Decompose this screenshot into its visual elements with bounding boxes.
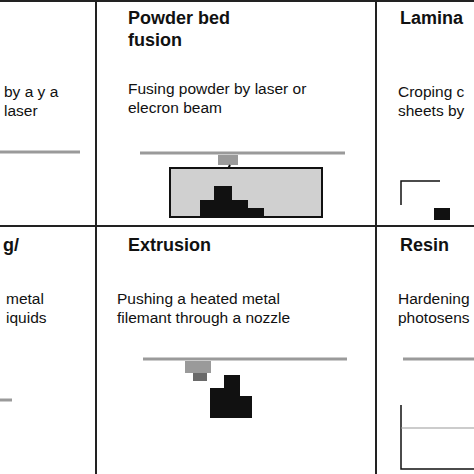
extruder-head [185, 361, 211, 373]
process-description: Fusing powder by laser or elecron beam [128, 80, 313, 118]
process-cell: ResinHardening photosens [375, 225, 474, 474]
resin-level [401, 428, 474, 429]
process-cell: ExtrusionPushing a heated metal filemant… [95, 225, 377, 474]
laser-head [218, 155, 238, 165]
process-heading: Lamina [400, 8, 474, 30]
process-heading: Powder bed fusion [128, 8, 246, 52]
process-cell: Powder bed fusionFusing powder by laser … [95, 0, 377, 227]
process-cell: g/metal iquids [0, 225, 97, 474]
process-heading: Resin [400, 235, 474, 257]
build-plate [0, 151, 80, 154]
process-description: Hardening photosens [398, 290, 472, 328]
build-plate [403, 358, 474, 361]
process-heading: Extrusion [128, 235, 328, 257]
process-description: Croping c sheets by [398, 83, 472, 121]
nozzle [193, 373, 207, 381]
printed-part [210, 375, 252, 418]
build-plate [143, 358, 347, 361]
laminated-part [434, 208, 450, 220]
build-plate [140, 152, 345, 155]
sheet-bracket [401, 181, 440, 205]
powder-bed [170, 168, 322, 217]
process-description: by a y a laser [4, 83, 89, 121]
resin-vat [401, 405, 474, 469]
process-cell: by a y a laser [0, 0, 97, 227]
process-description: metal iquids [6, 290, 68, 328]
process-description: Pushing a heated metal filemant through … [117, 290, 322, 328]
process-cell: LaminaCroping c sheets by [375, 0, 474, 227]
printed-part [200, 186, 264, 216]
build-plate [0, 399, 12, 402]
process-heading: g/ [3, 235, 63, 257]
